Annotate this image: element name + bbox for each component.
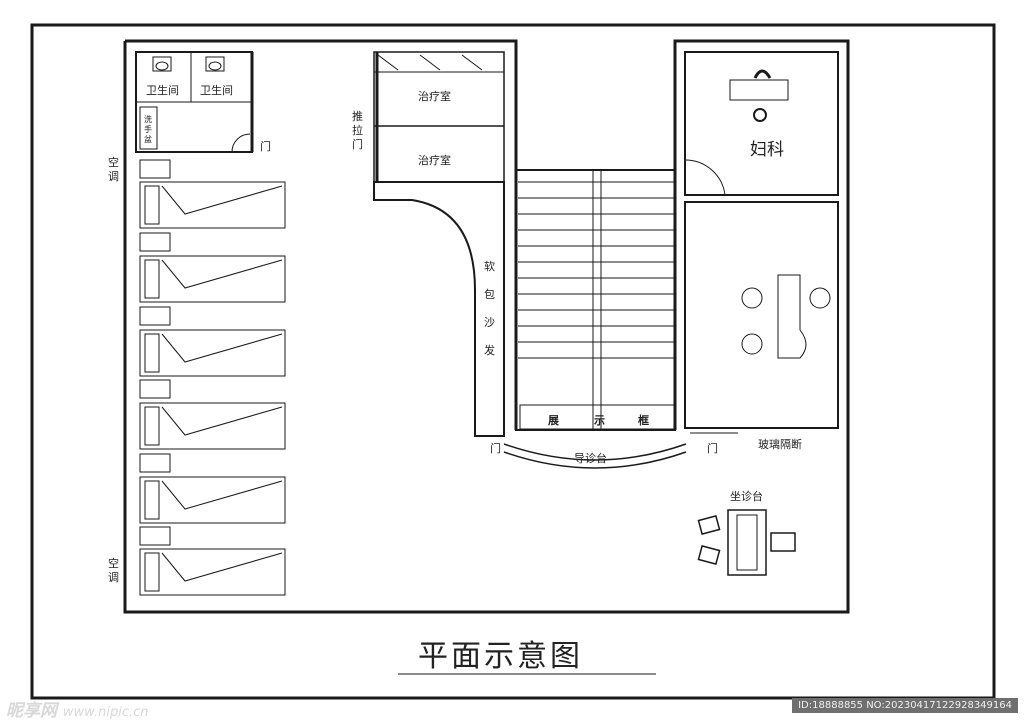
gynecology-label: 妇科 (750, 140, 784, 160)
sliding-door-char-1: 推 (352, 109, 363, 123)
consult-table (741, 274, 831, 359)
gynecology-room (684, 51, 839, 196)
ac-top-char-2: 调 (108, 170, 119, 183)
staircase (515, 169, 676, 431)
gyn-door-swing (684, 159, 726, 196)
bed-4 (139, 379, 286, 450)
bed-3 (139, 306, 286, 377)
washbasin (139, 106, 158, 150)
sofa-char-2: 包 (484, 288, 495, 301)
ac-bottom-char-1: 空 (108, 556, 119, 570)
drawing-frame (30, 23, 996, 700)
sofa-char-1: 软 (484, 259, 495, 273)
display-cabinet-char-3: 框 (638, 413, 649, 427)
washbasin-char-1: 洗 (144, 114, 152, 124)
glass-partition-label: 玻璃隔断 (758, 437, 802, 451)
bed-5 (139, 453, 286, 524)
bed-2 (139, 232, 286, 303)
left-door-label: 门 (490, 441, 501, 455)
toilet-door-label: 门 (260, 139, 271, 153)
washbasin-char-2: 手 (144, 124, 152, 134)
toilet-1-label: 卫生间 (146, 83, 179, 97)
guide-desk-label: 导诊台 (574, 451, 607, 465)
stair-treads (518, 170, 675, 430)
toilet-door-swing (231, 133, 251, 153)
sofa-wall (373, 181, 505, 437)
seat-desk (697, 509, 796, 576)
gyn-desk (729, 79, 789, 101)
toilet-fixture-1 (152, 56, 172, 72)
ac-bottom-char-2: 调 (108, 571, 119, 584)
bed-6 (139, 526, 286, 596)
watermark-left: 昵享网 www.nipic.cn (6, 696, 149, 721)
consultation-room (684, 201, 839, 429)
treatment-room-1-label: 治疗室 (418, 89, 451, 103)
watermark-left-url: www.nipic.cn (62, 705, 149, 720)
guide-desk (503, 443, 687, 469)
page-title: 平面示意图 (418, 639, 583, 674)
sliding-door-char-2: 拉 (352, 123, 363, 137)
bed-1 (139, 159, 286, 229)
toilet-2-label: 卫生间 (200, 83, 233, 97)
treatment-room-2-label: 治疗室 (418, 153, 451, 167)
toilet-fixture-2 (205, 56, 225, 72)
watermark-right: ID:18888855 NO:20230417122928349164 (792, 698, 1018, 713)
watermark-left-brand: 昵享网 (6, 701, 57, 721)
display-cabinet-char-1: 展 (547, 414, 560, 427)
seat-desk-label: 坐诊台 (730, 489, 763, 503)
sofa-char-4: 发 (484, 343, 495, 357)
display-cabinet-char-2: 示 (593, 414, 605, 427)
ac-top-char-1: 空 (108, 155, 119, 169)
right-door-label: 门 (707, 441, 718, 455)
sofa-char-3: 沙 (484, 316, 495, 329)
display-cabinet (519, 404, 676, 430)
sliding-door-char-3: 门 (352, 137, 363, 151)
washbasin-char-3: 盆 (144, 134, 152, 144)
